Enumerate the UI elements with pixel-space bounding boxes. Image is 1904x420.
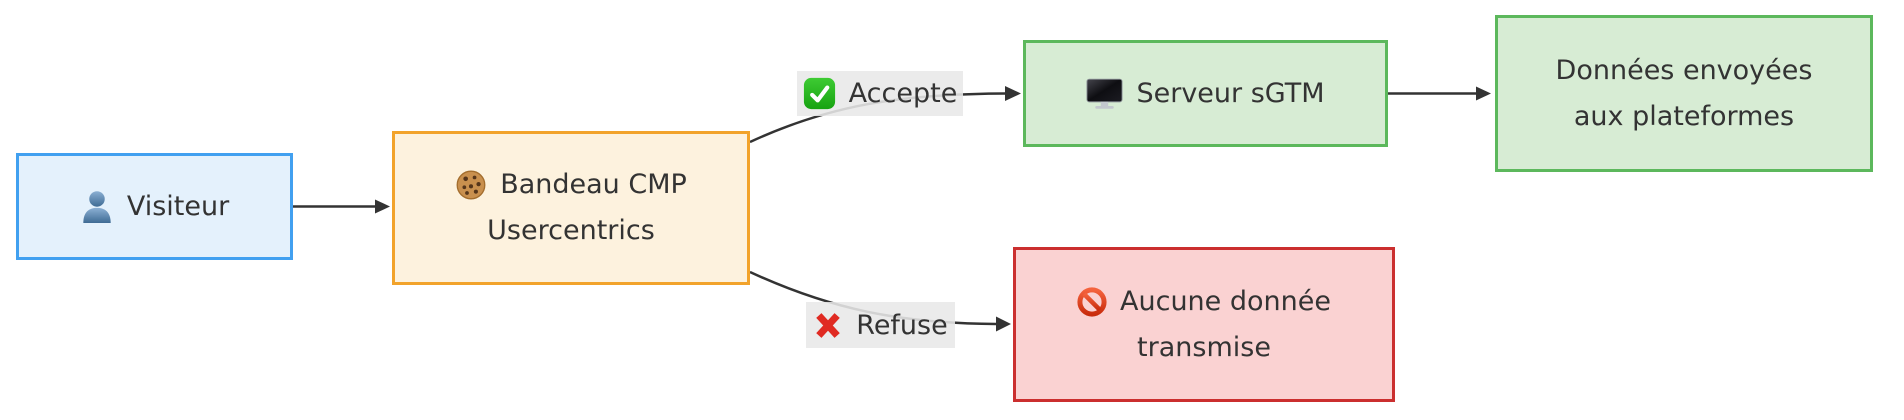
node-aucune-line2: transmise <box>1137 331 1271 363</box>
node-serveur-label: Serveur sGTM <box>1136 77 1325 109</box>
node-donnees-envoyees: Données envoyées aux plateformes <box>1495 15 1873 172</box>
node-serveur-sgtm: Serveur sGTM <box>1023 40 1388 147</box>
node-aucune-donnee: Aucune donnée transmise <box>1013 247 1395 402</box>
cross-icon <box>813 310 843 341</box>
cookie-icon <box>455 169 487 201</box>
monitor-icon <box>1086 78 1124 110</box>
node-aucune-line1: Aucune donnée <box>1120 285 1331 317</box>
person-icon <box>80 189 114 224</box>
node-visiteur-label: Visiteur <box>126 190 230 222</box>
arrowhead-serveur <box>1005 86 1021 101</box>
node-bandeau-line1: Bandeau CMP <box>500 169 687 200</box>
check-icon <box>803 77 836 110</box>
edge-label-refuse-text: Refuse <box>856 309 948 341</box>
no-entry-icon <box>1077 286 1107 317</box>
arrowhead-donnees <box>1476 86 1491 101</box>
edge-label-accepte-text: Accepte <box>848 78 958 109</box>
edge-label-accepte: Accepte <box>797 71 963 116</box>
node-visiteur: Visiteur <box>16 153 293 260</box>
arrowhead-aucune <box>996 316 1011 332</box>
edge-label-refuse: Refuse <box>806 302 955 348</box>
node-bandeau-line2: Usercentrics <box>487 215 655 246</box>
arrowhead-bandeau <box>375 199 390 214</box>
node-donnees-line1: Données envoyées <box>1555 54 1813 86</box>
node-donnees-line2: aux plateformes <box>1573 100 1795 132</box>
node-bandeau-cmp: Bandeau CMP Usercentrics <box>392 131 750 285</box>
